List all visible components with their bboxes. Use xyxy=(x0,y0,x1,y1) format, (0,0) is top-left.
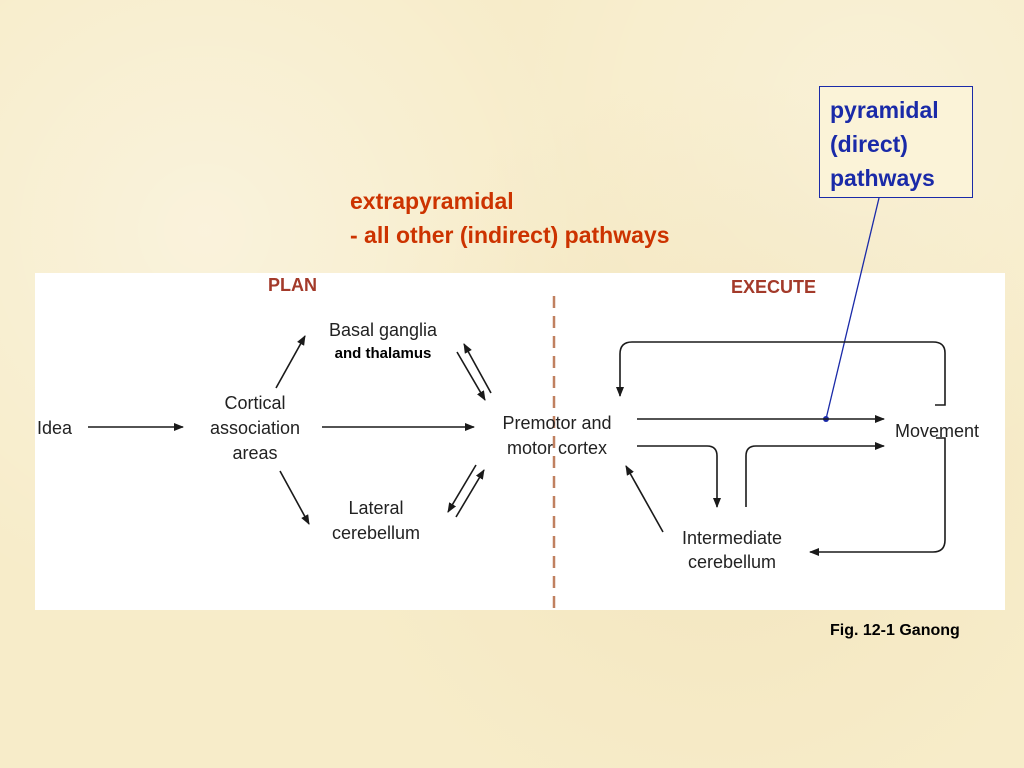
pyramidal-line-1: pyramidal xyxy=(830,97,939,123)
plan-label: PLAN xyxy=(268,275,317,295)
cortical-line-2: association xyxy=(210,418,300,438)
arrow-cortical-to-basal xyxy=(275,335,306,389)
arrow-movement-feedback-to-premotor xyxy=(616,341,946,406)
extrapyramidal-description: - all other (indirect) pathways xyxy=(350,222,670,248)
basal-ganglia-label: Basal ganglia xyxy=(329,320,438,340)
arrow-basal-to-premotor xyxy=(456,351,486,401)
idea-node: Idea xyxy=(37,418,73,438)
pyramidal-line-3: pathways xyxy=(830,165,935,191)
execute-label: EXECUTE xyxy=(731,277,816,297)
arrow-intermediate-to-movement xyxy=(745,442,885,507)
extrapyramidal-label: extrapyramidal - all other (indirect) pa… xyxy=(350,184,670,252)
pyramidal-line-2: (direct) xyxy=(830,131,908,157)
intermediate-line-1: Intermediate xyxy=(682,528,782,548)
arrow-movement-to-intermediate xyxy=(809,437,946,556)
lateral-line-1: Lateral xyxy=(348,498,403,518)
cortical-line-3: areas xyxy=(232,443,277,463)
figure-caption: Fig. 12-1 Ganong xyxy=(830,622,960,639)
extrapyramidal-title: extrapyramidal xyxy=(350,188,514,214)
premotor-line-2: motor cortex xyxy=(507,438,607,458)
movement-node: Movement xyxy=(895,421,979,441)
cortical-line-1: Cortical xyxy=(224,393,285,413)
pyramidal-callout-box: pyramidal (direct) pathways xyxy=(819,86,973,198)
intermediate-line-2: cerebellum xyxy=(688,552,776,572)
thalamus-label: and thalamus xyxy=(335,345,432,362)
arrow-premotor-to-intermediate xyxy=(637,445,721,508)
arrow-premotor-to-lateral xyxy=(447,464,477,513)
arrow-lateral-to-premotor xyxy=(455,469,485,518)
premotor-line-1: Premotor and xyxy=(502,413,611,433)
lateral-line-2: cerebellum xyxy=(332,523,420,543)
arrow-cortical-to-lateral xyxy=(279,470,310,525)
arrow-premotor-to-basal xyxy=(463,343,492,394)
arrow-intermediate-to-premotor xyxy=(625,465,664,533)
diagram-panel xyxy=(35,273,1005,610)
pyramidal-callout-line xyxy=(825,197,880,420)
